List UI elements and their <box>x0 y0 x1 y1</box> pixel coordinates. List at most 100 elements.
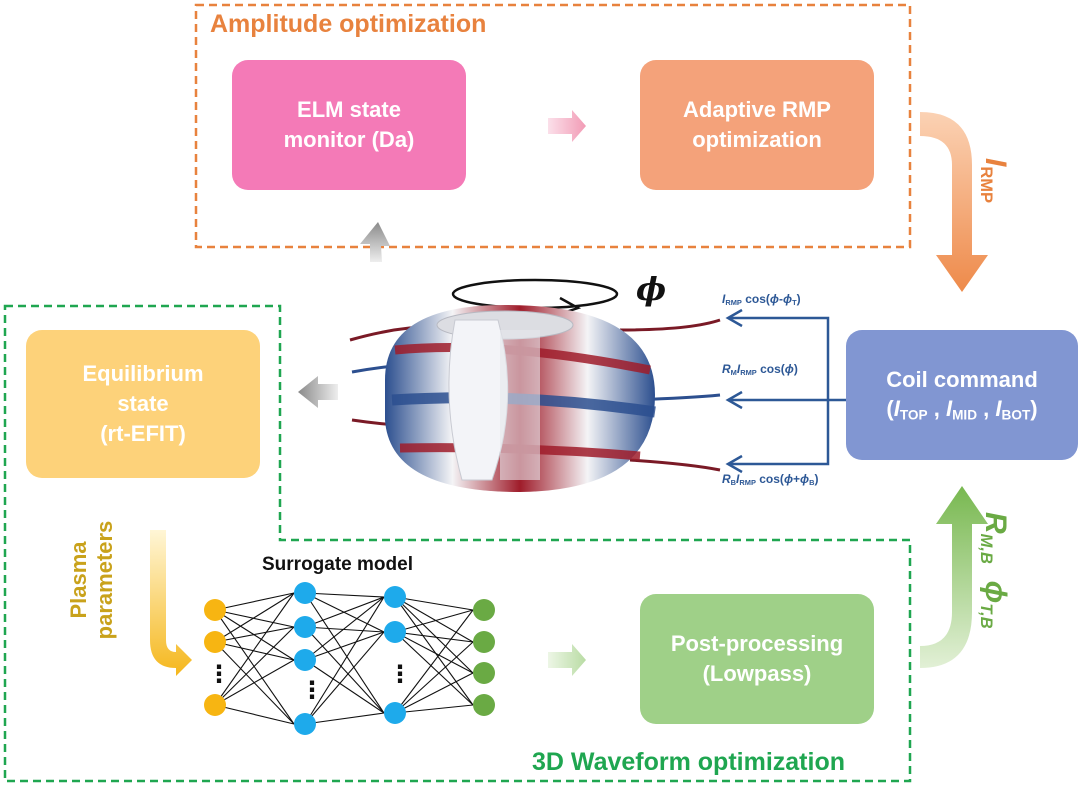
nn-node <box>384 702 406 724</box>
irmp-label: IRMP <box>976 158 1012 203</box>
nn-connection <box>394 596 474 643</box>
nn-node <box>204 599 226 621</box>
nn-connection <box>304 712 385 725</box>
coil-comma2: , <box>977 396 996 422</box>
eq1-c: ϕ <box>769 292 779 306</box>
eq3-e: + <box>793 472 801 486</box>
elm-line1: ELM state <box>297 97 401 123</box>
nn-connection <box>214 592 295 611</box>
coil-i-top: I <box>893 396 900 422</box>
tokamak-torus <box>349 305 721 492</box>
elm-state-monitor-box: ELM state monitor (Da) <box>232 60 466 190</box>
nn-dots-hidden2: ⋮ <box>388 661 412 688</box>
post-line1: Post-processing <box>670 631 844 657</box>
nn-dots-hidden1: ⋮ <box>300 677 324 704</box>
coil-paren-open: ( <box>886 396 894 422</box>
nn-connection <box>214 609 295 628</box>
nn-connection <box>304 631 385 725</box>
eq3-a-sub: B <box>730 477 737 487</box>
coil-command-box: Coil command (ITOP , IMID , IBOT) <box>846 330 1078 460</box>
eq3-b-sub: RMP <box>739 477 756 487</box>
rmb-sub: M,B <box>977 533 996 564</box>
nn-connection <box>304 626 385 714</box>
equilibrium-line2: state <box>117 391 169 417</box>
equation-top: IRMP cos(ϕ-ϕT) <box>722 292 801 307</box>
nn-connection <box>304 596 385 725</box>
equation-bottom: RBIRMP cos(ϕ+ϕB) <box>722 472 819 487</box>
eq2-c: cos( <box>756 362 785 376</box>
coil-paren-close: ) <box>1030 396 1038 422</box>
nn-connection <box>394 672 474 714</box>
elm-to-adaptive-arrow <box>548 110 586 142</box>
nn-connection <box>304 626 385 633</box>
nn-connection <box>214 626 295 643</box>
nn-connection <box>394 609 474 714</box>
nn-node <box>294 713 316 735</box>
waveform-title: 3D Waveform optimization <box>532 748 845 776</box>
coil-i-bot: I <box>995 396 1002 422</box>
equilibrium-line1: Equilibrium <box>82 361 204 387</box>
nn-connection <box>214 626 295 706</box>
nn-connection <box>394 641 474 714</box>
coil-line2: (ITOP , IMID , IBOT) <box>886 394 1038 425</box>
adaptive-line1: Adaptive RMP <box>683 97 831 123</box>
eq1-a-sub: RMP <box>725 297 742 307</box>
nn-node <box>204 631 226 653</box>
eq2-e: ) <box>793 362 798 376</box>
eq3-d: ϕ <box>783 472 794 486</box>
eq2-a: R <box>722 362 731 376</box>
plasma-parameters-label: Plasma parameters <box>66 500 119 660</box>
nn-node <box>473 662 495 684</box>
nn-connection <box>214 641 295 661</box>
nn-connection <box>214 592 295 643</box>
eq2-b-sub: RMP <box>740 367 757 377</box>
nn-connection <box>394 631 474 706</box>
eq3-f: ϕ <box>800 472 810 486</box>
nn-connection <box>304 592 385 714</box>
post-to-coil-arrow <box>920 486 988 668</box>
eq1-d: - <box>778 292 783 306</box>
surrogate-model-label: Surrogate model <box>262 554 413 575</box>
eq3-c: cos( <box>755 472 784 486</box>
eq2-b: I <box>736 362 741 376</box>
eq3-a: R <box>722 472 731 486</box>
nn-connection <box>304 596 385 628</box>
elm-line2: monitor (Da) <box>283 127 415 152</box>
nn-node <box>294 582 316 604</box>
nn-node <box>294 649 316 671</box>
coil-signal-lines <box>725 308 846 474</box>
plasma-line1: Plasma <box>66 541 91 619</box>
eq2-d: ϕ <box>784 362 794 376</box>
nn-connection <box>304 596 385 661</box>
post-processing-box: Post-processing (Lowpass) <box>640 594 874 724</box>
amplitude-title: Amplitude optimization <box>210 10 487 38</box>
nn-connection <box>304 631 385 661</box>
nn-connection <box>394 596 474 706</box>
nn-node <box>473 599 495 621</box>
coil-sub-top: TOP <box>899 407 928 423</box>
waveform-region-border <box>3 304 912 783</box>
amplitude-region-border <box>194 3 912 249</box>
nn-connection <box>394 631 474 674</box>
rmb-main: R <box>979 512 1012 534</box>
surrogate-to-post-arrow <box>548 644 586 676</box>
eq1-f: ) <box>796 292 801 306</box>
eq3-g: ) <box>814 472 819 486</box>
surrogate-network <box>204 582 495 735</box>
nn-dots-input: ⋮ <box>207 661 231 688</box>
equilibrium-state-box: Equilibrium state (rt-EFIT) <box>26 330 260 478</box>
nn-connection <box>214 659 295 706</box>
phitb-sub: T,B <box>977 603 996 629</box>
eq3-b: I <box>736 472 740 486</box>
coil-sub-mid: MID <box>952 407 978 423</box>
eq3-f-sub: B <box>809 477 815 487</box>
nn-connection <box>214 704 295 725</box>
nn-connection <box>214 592 295 706</box>
nn-node <box>473 694 495 716</box>
nn-node <box>384 621 406 643</box>
coil-i-mid: I <box>945 396 953 422</box>
nn-connection <box>394 596 474 611</box>
post-line2: (Lowpass) <box>702 661 812 686</box>
equilibrium-line3: (rt-EFIT) <box>100 420 186 446</box>
